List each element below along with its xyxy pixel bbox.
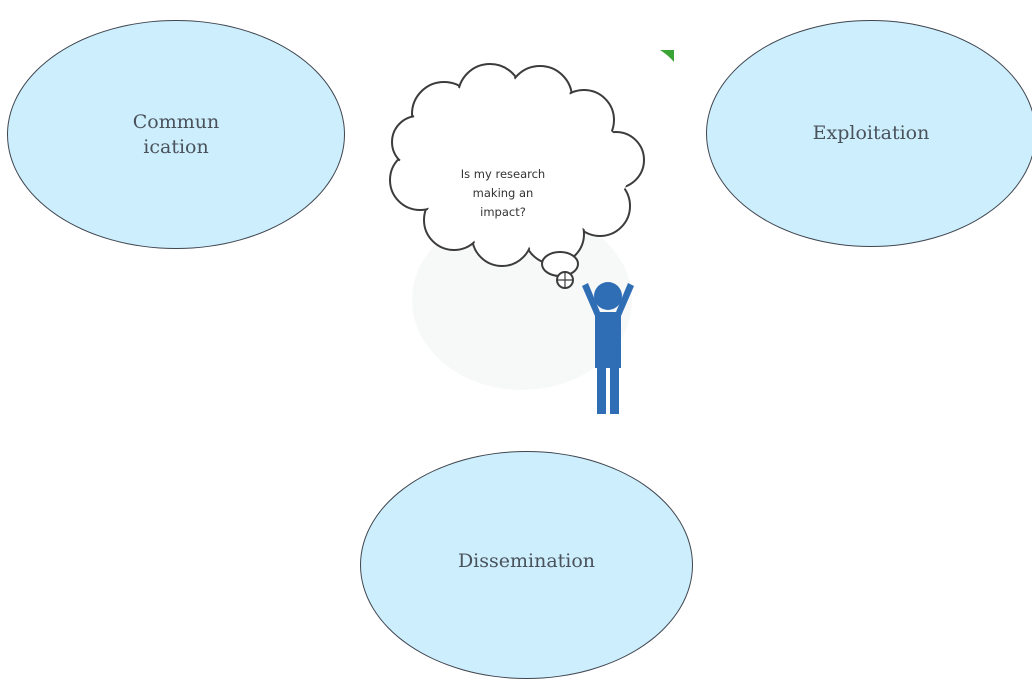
background-haze bbox=[412, 210, 632, 390]
node-communication: Communication bbox=[7, 20, 345, 249]
thought-cloud-icon bbox=[389, 50, 674, 414]
thought-line-2: making an bbox=[472, 186, 534, 200]
person-arms-raised-icon bbox=[582, 282, 634, 414]
researcher-illustration: Is my research making an impact? bbox=[372, 50, 674, 432]
thought-text: Is my research making an impact? bbox=[408, 165, 598, 222]
thought-line-1: Is my research bbox=[460, 167, 546, 181]
thought-bubble-small bbox=[541, 251, 579, 277]
green-accent-shape bbox=[660, 50, 674, 62]
node-dissemination-label: Dissemination bbox=[457, 549, 596, 572]
thought-line-3: impact? bbox=[480, 205, 526, 219]
node-dissemination: Dissemination bbox=[360, 451, 693, 679]
node-exploitation-label: Exploitation bbox=[812, 122, 930, 144]
node-communication-label: Communication bbox=[132, 110, 220, 158]
node-exploitation: Exploitation bbox=[706, 20, 1032, 247]
